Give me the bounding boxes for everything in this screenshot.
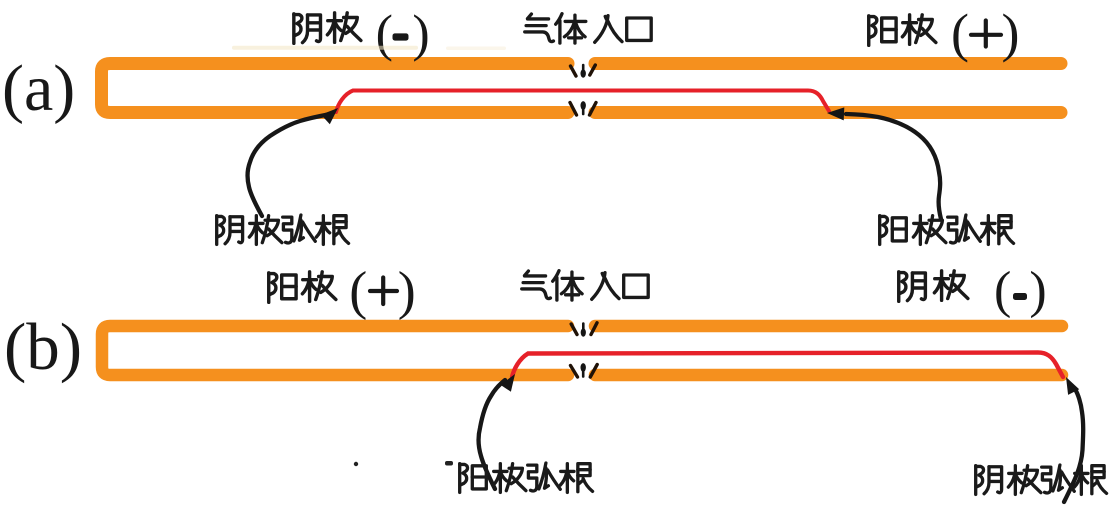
svg-text:(: ( [376, 5, 393, 62]
svg-text:(: ( [951, 3, 969, 63]
svg-text:(: ( [994, 262, 1011, 319]
svg-text:): ) [1002, 3, 1020, 63]
svg-text:): ) [398, 261, 416, 321]
svg-text:(: ( [349, 261, 367, 321]
svg-text:): ) [412, 5, 429, 62]
svg-text:(b): (b) [4, 310, 82, 384]
svg-text:): ) [1029, 262, 1046, 319]
svg-text:(a): (a) [2, 52, 75, 125]
